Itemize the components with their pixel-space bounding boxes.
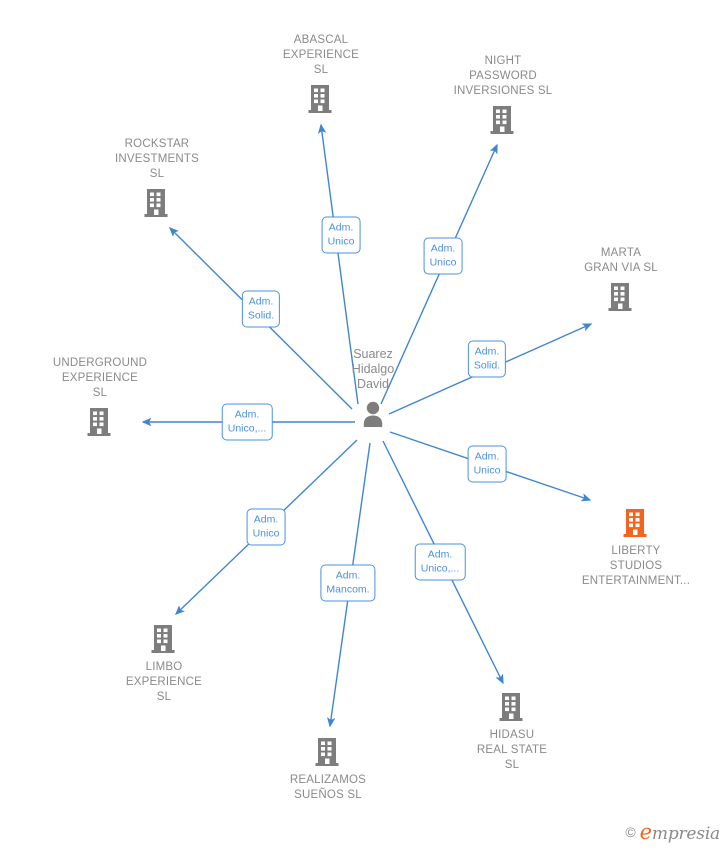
node-label: MARTA GRAN VIA SL [584, 247, 658, 274]
node-realizamos-suenos-sl[interactable]: REALIZAMOS SUEÑOS SL [253, 735, 403, 803]
brand-remainder: mpresia [651, 824, 720, 844]
node-abascal-experience-sl[interactable]: ABASCAL EXPERIENCE SL [246, 33, 396, 116]
person-icon[interactable] [356, 398, 390, 432]
edge-label-underground-experience-sl[interactable]: Adm. Unico,... [221, 403, 273, 441]
edge-night-password-inversiones-sl [380, 143, 498, 405]
edge-label-realizamos-suenos-sl[interactable]: Adm. Mancom. [320, 564, 376, 602]
building-icon[interactable] [604, 280, 638, 314]
building-icon[interactable] [147, 622, 181, 656]
edge-label-abascal-experience-sl[interactable]: Adm. Unico [321, 216, 361, 254]
edge-label-marta-gran-via-sl[interactable]: Adm. Solid. [467, 340, 507, 378]
building-icon[interactable] [495, 690, 529, 724]
node-label: ROCKSTAR INVESTMENTS SL [115, 138, 199, 180]
node-label: UNDERGROUND EXPERIENCE SL [52, 357, 148, 399]
building-icon[interactable] [486, 103, 520, 137]
node-night-password-inversiones-sl[interactable]: NIGHT PASSWORD INVERSIONES SL [428, 54, 578, 137]
edge-label-night-password-inversiones-sl[interactable]: Adm. Unico [423, 237, 463, 275]
node-label: LIBERTY STUDIOS ENTERTAINMENT... [581, 545, 691, 587]
building-icon[interactable] [83, 405, 117, 439]
node-underground-experience-sl[interactable]: UNDERGROUND EXPERIENCE SL [25, 356, 175, 439]
building-icon[interactable] [311, 735, 345, 769]
brand-initial: e [639, 820, 652, 844]
node-hidasu-real-state-sl[interactable]: HIDASU REAL STATE SL [437, 690, 587, 773]
edge-label-hidasu-real-state-sl[interactable]: Adm. Unico,... [414, 543, 466, 581]
node-liberty-studios-entertainment[interactable]: LIBERTY STUDIOS ENTERTAINMENT... [561, 506, 711, 589]
building-icon[interactable] [140, 186, 174, 220]
node-rockstar-investments-sl[interactable]: ROCKSTAR INVESTMENTS SL [82, 137, 232, 220]
node-label: HIDASU REAL STATE SL [476, 729, 548, 771]
edge-label-rockstar-investments-sl[interactable]: Adm. Solid. [241, 290, 281, 328]
person-name-label: Suarez Hidalgo David [351, 347, 395, 391]
node-label: LIMBO EXPERIENCE SL [125, 661, 203, 703]
building-icon[interactable] [304, 82, 338, 116]
node-label: REALIZAMOS SUEÑOS SL [289, 774, 367, 801]
node-marta-gran-via-sl[interactable]: MARTA GRAN VIA SL [546, 246, 696, 314]
edge-label-limbo-experience-sl[interactable]: Adm. Unico [246, 508, 286, 546]
building-icon[interactable] [619, 506, 653, 540]
node-limbo-experience-sl[interactable]: LIMBO EXPERIENCE SL [89, 622, 239, 705]
edge-abascal-experience-sl [317, 123, 359, 405]
node-label: NIGHT PASSWORD INVERSIONES SL [453, 55, 553, 97]
watermark: © empresia [625, 820, 720, 844]
node-label: ABASCAL EXPERIENCE SL [282, 34, 360, 76]
brand-name: empresia [639, 820, 721, 844]
edge-label-liberty-studios-entertainment[interactable]: Adm. Unico [467, 445, 507, 483]
copyright-icon: © [625, 824, 636, 840]
node-person-center[interactable]: Suarez Hidalgo David [298, 347, 448, 432]
